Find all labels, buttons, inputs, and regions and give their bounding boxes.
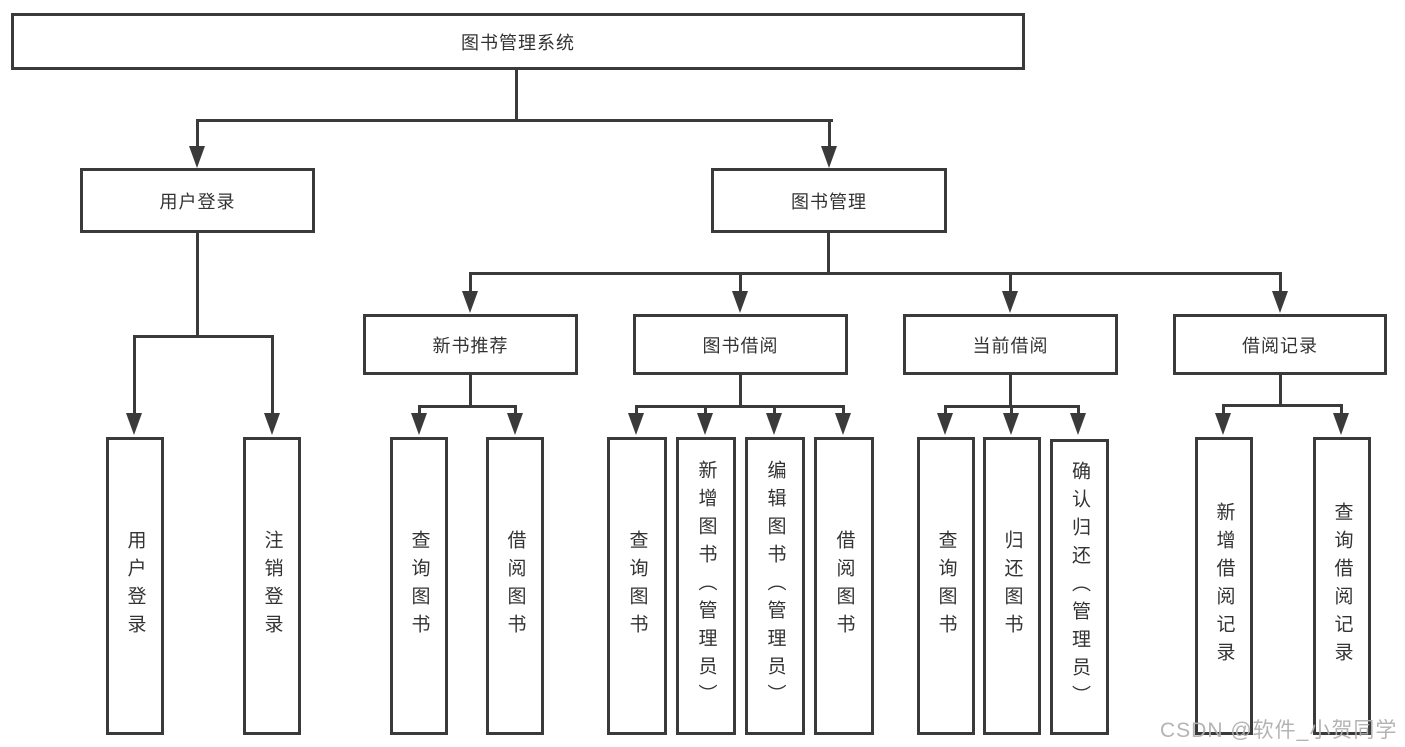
arrowhead-down bbox=[1070, 413, 1086, 435]
node-label: 借阅图书 bbox=[504, 530, 526, 642]
arrowhead-down bbox=[1215, 413, 1231, 435]
leaf-edit-book-admin: 编辑图书（管理员） bbox=[745, 437, 805, 735]
connector-line bbox=[196, 119, 833, 122]
node-label: 编辑图书（管理员） bbox=[764, 460, 786, 712]
arrowhead-down bbox=[1003, 413, 1019, 435]
connector-line bbox=[469, 272, 1282, 275]
connector-line bbox=[635, 405, 638, 414]
connector-line bbox=[1010, 405, 1013, 414]
node-label: 归还图书 bbox=[1001, 530, 1023, 642]
leaf-query-books-borrow: 查询图书 bbox=[607, 437, 667, 735]
connector-line bbox=[739, 272, 742, 292]
arrowhead-down bbox=[835, 413, 851, 435]
connector-line bbox=[635, 405, 845, 408]
arrowhead-down bbox=[697, 413, 713, 435]
leaf-return-books: 归还图书 bbox=[983, 437, 1041, 735]
arrowhead-down bbox=[1002, 291, 1018, 313]
connector-line bbox=[515, 70, 518, 119]
node-label: 新增图书（管理员） bbox=[695, 460, 717, 712]
connector-line bbox=[1009, 375, 1012, 405]
node-label: 用户登录 bbox=[124, 530, 146, 642]
leaf-query-books-current: 查询图书 bbox=[917, 437, 975, 735]
connector-line bbox=[418, 405, 421, 414]
connector-line bbox=[1279, 272, 1282, 292]
arrowhead-down bbox=[937, 413, 953, 435]
connector-line bbox=[133, 335, 136, 414]
leaf-query-books-recommend: 查询图书 bbox=[390, 437, 448, 735]
node-label: 图书借阅 bbox=[702, 335, 779, 356]
node-label: 查询图书 bbox=[935, 530, 957, 642]
connector-line bbox=[773, 405, 776, 414]
arrowhead-down bbox=[1333, 413, 1349, 435]
node-label: 新增借阅记录 bbox=[1213, 502, 1235, 670]
connector-line bbox=[133, 335, 273, 338]
node-label: 新书推荐 bbox=[432, 335, 509, 356]
connector-line bbox=[704, 405, 707, 414]
arrowhead-down bbox=[189, 146, 205, 168]
arrowhead-down bbox=[821, 146, 837, 168]
connector-line bbox=[739, 375, 742, 405]
arrowhead-down bbox=[732, 291, 748, 313]
node-label: 当前借阅 bbox=[972, 335, 1049, 356]
node-label: 借阅记录 bbox=[1242, 335, 1318, 356]
node-label: 查询借阅记录 bbox=[1331, 502, 1353, 670]
node-current-borrow: 当前借阅 bbox=[903, 314, 1118, 375]
connector-line bbox=[1222, 404, 1342, 407]
arrowhead-down bbox=[411, 413, 427, 435]
connector-line bbox=[842, 405, 845, 414]
arrowhead-down bbox=[507, 413, 523, 435]
node-label: 注销登录 bbox=[261, 530, 283, 642]
arrowhead-down bbox=[766, 413, 782, 435]
leaf-user-login: 用户登录 bbox=[106, 437, 164, 735]
csdn-watermark: CSDN @软件_小贺同学 bbox=[1160, 719, 1398, 742]
node-book-borrow: 图书借阅 bbox=[633, 314, 848, 375]
node-book-management: 图书管理 bbox=[711, 168, 947, 233]
arrowhead-down bbox=[1272, 291, 1288, 313]
connector-line bbox=[469, 272, 472, 292]
leaf-logout: 注销登录 bbox=[243, 437, 301, 735]
node-label: 图书管理 bbox=[791, 191, 867, 212]
leaf-add-borrow-record: 新增借阅记录 bbox=[1195, 437, 1253, 735]
leaf-borrow-books-recommend: 借阅图书 bbox=[486, 437, 544, 735]
node-root-system: 图书管理系统 bbox=[11, 13, 1025, 70]
connector-line bbox=[1222, 404, 1225, 414]
connector-line bbox=[418, 405, 516, 408]
connector-line bbox=[1077, 405, 1080, 414]
arrowhead-down bbox=[264, 413, 280, 435]
leaf-add-book-admin: 新增图书（管理员） bbox=[676, 437, 736, 735]
node-user-login: 用户登录 bbox=[80, 168, 315, 233]
leaf-borrow-books: 借阅图书 bbox=[814, 437, 874, 735]
leaf-query-borrow-record: 查询借阅记录 bbox=[1313, 437, 1371, 735]
connector-line bbox=[196, 119, 199, 147]
connector-line bbox=[827, 233, 830, 272]
node-new-book-recommend: 新书推荐 bbox=[363, 314, 578, 375]
node-label: 借阅图书 bbox=[833, 530, 855, 642]
node-borrow-records: 借阅记录 bbox=[1173, 314, 1387, 375]
connector-line bbox=[1340, 404, 1343, 414]
arrowhead-down bbox=[628, 413, 644, 435]
leaf-confirm-return-admin: 确认归还（管理员） bbox=[1050, 439, 1109, 735]
connector-line bbox=[469, 375, 472, 405]
arrowhead-down bbox=[126, 413, 142, 435]
node-label: 确认归还（管理员） bbox=[1069, 461, 1090, 713]
node-label: 查询图书 bbox=[408, 530, 430, 642]
node-label: 查询图书 bbox=[626, 530, 648, 642]
connector-line bbox=[196, 233, 199, 335]
connector-line bbox=[271, 335, 274, 414]
node-label: 用户登录 bbox=[159, 191, 236, 212]
arrowhead-down bbox=[462, 291, 478, 313]
connector-line bbox=[944, 405, 947, 414]
connector-line bbox=[828, 119, 831, 147]
connector-line bbox=[1009, 272, 1012, 292]
connector-line bbox=[1279, 375, 1282, 404]
connector-line bbox=[514, 405, 517, 414]
node-label: 图书管理系统 bbox=[461, 32, 575, 53]
